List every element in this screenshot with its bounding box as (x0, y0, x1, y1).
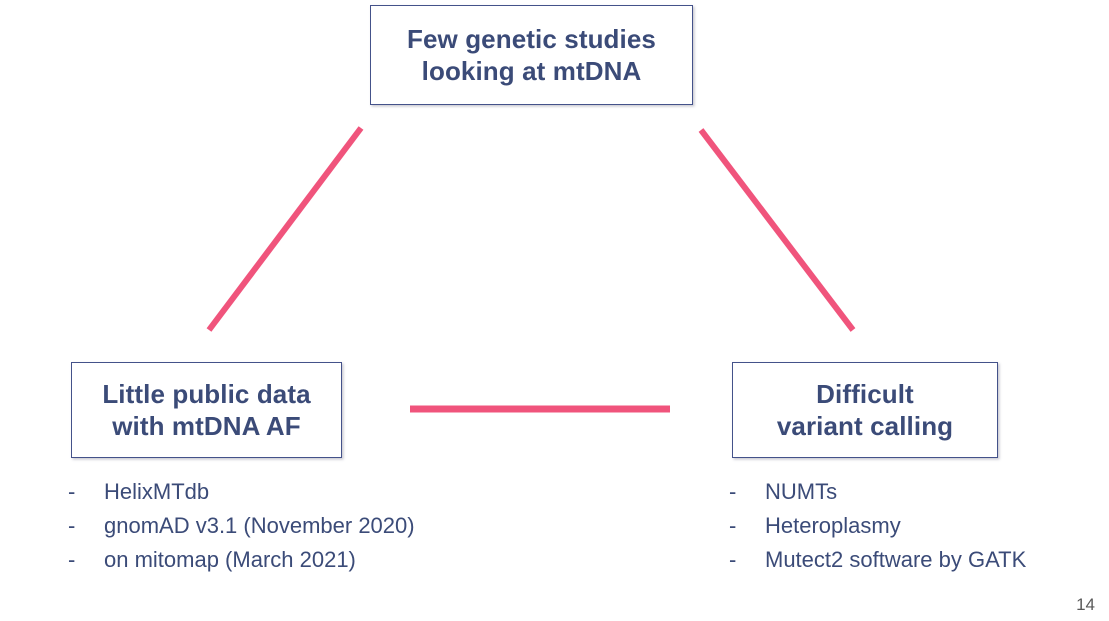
node-label-left: Little public data with mtDNA AF (102, 378, 311, 441)
bullet-text: HelixMTdb (104, 479, 210, 504)
list-item: - on mitomap (March 2021) (68, 549, 628, 583)
bullet-list-right: - NUMTs - Heteroplasmy - Mutect2 softwar… (729, 481, 1104, 583)
bullet-text: Heteroplasmy (765, 513, 901, 538)
bullet-dash-icon: - (68, 547, 76, 572)
node-box-right[interactable]: Difficult variant calling (732, 362, 998, 458)
page-number: 14 (1076, 595, 1095, 614)
node-label-top: Few genetic studies looking at mtDNA (407, 23, 656, 86)
bullet-dash-icon: - (729, 479, 737, 504)
bullet-text: Mutect2 software by GATK (765, 547, 1027, 572)
bullet-dash-icon: - (68, 513, 76, 538)
list-item: - HelixMTdb (68, 481, 628, 515)
list-item: - gnomAD v3.1 (November 2020) (68, 515, 628, 549)
bullet-dash-icon: - (729, 513, 737, 538)
bullet-dash-icon: - (729, 547, 737, 572)
connector-top-to-left (206, 126, 364, 332)
bullet-text: on mitomap (March 2021) (104, 547, 356, 572)
node-label-right: Difficult variant calling (776, 378, 954, 441)
node-box-top[interactable]: Few genetic studies looking at mtDNA (370, 5, 693, 105)
node-box-left[interactable]: Little public data with mtDNA AF (71, 362, 342, 458)
list-item: - Mutect2 software by GATK (729, 549, 1104, 583)
bullet-dash-icon: - (68, 479, 76, 504)
connector-top-to-right (698, 128, 856, 332)
bullet-list-left: - HelixMTdb - gnomAD v3.1 (November 2020… (68, 481, 628, 583)
list-item: - Heteroplasmy (729, 515, 1104, 549)
bullet-text: NUMTs (765, 479, 838, 504)
bullet-text: gnomAD v3.1 (November 2020) (104, 513, 415, 538)
list-item: - NUMTs (729, 481, 1104, 515)
